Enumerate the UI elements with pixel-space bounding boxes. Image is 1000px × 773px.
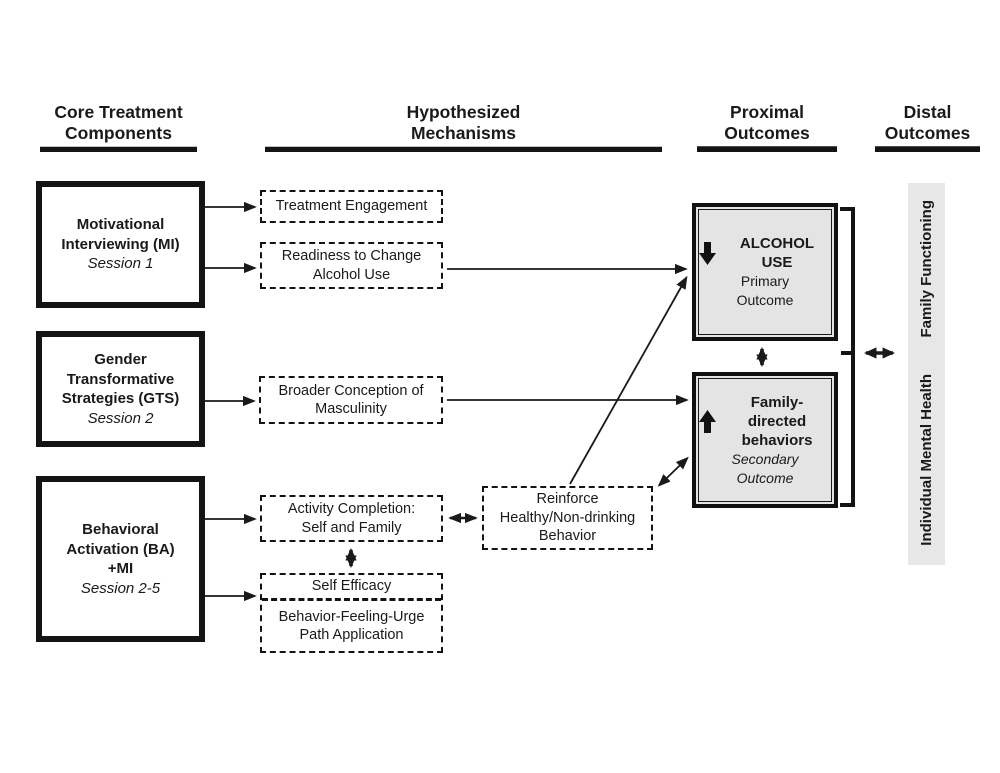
mechanism-box-reinforce-behavior: Reinforce Healthy/Non-drinking Behavior	[482, 486, 653, 550]
header-line: Core Treatment	[54, 102, 183, 122]
increase-arrow-icon	[699, 409, 716, 433]
mechanism-text-line: Activity Completion:	[287, 501, 416, 517]
header-line: Outcomes	[884, 123, 971, 143]
mechanism-text-line: Alcohol Use	[312, 266, 391, 283]
outcome-box-alcohol-use-inner: ALCOHOL USE Primary Outcome	[698, 209, 832, 335]
header-line: Outcomes	[724, 123, 810, 143]
mechanism-box-selfefficacy-path: Self Efficacy Behavior-Feeling-Urge Path…	[260, 573, 443, 653]
distal-label-family-functioning: Family Functioning	[918, 200, 935, 338]
header-line: Mechanisms	[410, 123, 517, 143]
header-line: Components	[65, 123, 172, 143]
header-core-treatment-components: Core Treatment Components	[40, 102, 197, 152]
component-session-label: Session 2-5	[80, 579, 161, 597]
proximal-outcomes-bracket	[840, 207, 855, 507]
mechanism-cell-self-efficacy: Self Efficacy	[262, 575, 441, 598]
mechanism-text-line: Treatment Engagement	[275, 198, 428, 215]
mechanism-text-line: Path Application	[299, 627, 404, 643]
distal-label-individual-mental-health: Individual Mental Health	[918, 374, 935, 546]
header-line: Distal	[903, 102, 952, 122]
mechanism-text-line: Reinforce	[536, 491, 599, 508]
mechanism-box-activity-completion: Activity Completion: Self and Family	[260, 495, 443, 542]
outcome-title-line: behaviors	[741, 431, 813, 449]
mechanism-text-line: Healthy/Non-drinking	[499, 509, 636, 526]
component-box-motivational-interviewing: Motivational Interviewing (MI) Session 1	[36, 181, 205, 308]
mechanism-box-broader-masculinity: Broader Conception of Masculinity	[259, 376, 443, 424]
outcome-title-line: Family-directed	[747, 393, 807, 430]
outcome-subtitle-line: Outcome	[736, 469, 794, 486]
decrease-arrow-icon	[699, 241, 716, 265]
outcome-subtitle-line: Primary	[740, 273, 790, 289]
mechanism-text-line: Behavior-Feeling-Urge	[278, 608, 425, 625]
component-title-line: Interviewing (MI)	[61, 235, 180, 253]
component-title-line: Activation (BA)	[66, 540, 175, 558]
component-title-line: Behavioral	[82, 521, 159, 538]
component-session-label: Session 2	[87, 409, 154, 427]
outcome-box-family-inner: Family-directed behaviors Secondary Outc…	[698, 378, 832, 502]
mechanism-text-line: Self Efficacy	[311, 578, 392, 595]
distal-cell-individual-mental-health: Individual Mental Health	[908, 355, 945, 565]
header-hypothesized-mechanisms: Hypothesized Mechanisms	[265, 102, 662, 152]
header-rule	[265, 148, 662, 152]
component-box-gender-transformative-strategies: Gender Transformative Strategies (GTS) S…	[36, 331, 205, 447]
header-proximal-outcomes: Proximal Outcomes	[697, 102, 837, 152]
arrow-reinforce-family-bidirectional	[657, 456, 689, 487]
arrow-reinforce-to-alcohol	[569, 275, 688, 485]
header-distal-outcomes: Distal Outcomes	[875, 102, 980, 152]
outcome-box-alcohol-use: ALCOHOL USE Primary Outcome	[692, 203, 838, 341]
component-title-line: Gender	[94, 351, 147, 368]
outcome-subtitle-line: Secondary	[731, 450, 799, 467]
outcome-title-row: Family-directed behaviors	[699, 393, 831, 450]
mechanism-text-line: Behavior	[538, 528, 597, 545]
header-rule	[875, 148, 980, 152]
mechanism-text-line: Masculinity	[315, 401, 387, 417]
component-session-label: Session 1	[87, 255, 154, 273]
component-title-line: Transformative	[66, 370, 175, 388]
component-title-line: Strategies (GTS)	[61, 390, 180, 407]
header-line: Proximal	[730, 102, 804, 122]
outcome-title-row: ALCOHOL USE	[699, 234, 831, 272]
distal-outcomes-bar: Family Functioning Individual Mental Hea…	[908, 183, 945, 565]
distal-cell-family-functioning: Family Functioning	[908, 183, 945, 355]
component-box-behavioral-activation: Behavioral Activation (BA) +MI Session 2…	[36, 476, 205, 642]
outcome-title-two-lines: Family-directed behaviors	[723, 393, 831, 450]
header-line: Hypothesized	[406, 102, 521, 122]
mechanism-box-readiness-to-change: Readiness to Change Alcohol Use	[260, 242, 443, 289]
header-rule	[40, 148, 197, 152]
mechanism-text-line: Broader Conception of	[278, 382, 424, 399]
mechanism-box-treatment-engagement: Treatment Engagement	[260, 190, 443, 223]
mechanism-text-line: Self and Family	[301, 519, 402, 536]
outcome-subtitle-line: Outcome	[736, 292, 794, 308]
mechanism-cell-path-application: Behavior-Feeling-Urge Path Application	[262, 598, 441, 651]
header-rule	[697, 148, 837, 152]
outcome-box-family-directed-behaviors: Family-directed behaviors Secondary Outc…	[692, 372, 838, 508]
component-title-line: +MI	[107, 560, 134, 577]
component-title-line: Motivational	[76, 216, 165, 234]
outcome-title: ALCOHOL USE	[739, 235, 815, 271]
mechanism-text-line: Readiness to Change	[281, 248, 422, 264]
